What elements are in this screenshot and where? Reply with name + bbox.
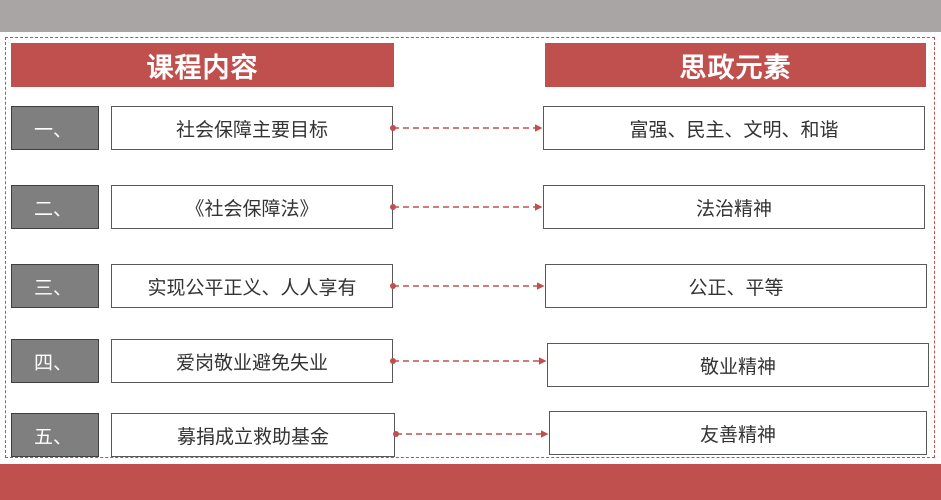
ideological-element-4: 敬业精神 <box>547 343 929 387</box>
dashed-frame <box>5 37 935 458</box>
course-content-3: 实现公平正义、人人享有 <box>111 264 393 308</box>
header-course-content: 课程内容 <box>11 43 394 87</box>
row-number-1: 一、 <box>11 106 99 150</box>
course-content-2: 《社会保障法》 <box>111 185 393 229</box>
ideological-element-3: 公正、平等 <box>545 264 927 308</box>
row-number-5: 五、 <box>11 413 99 457</box>
ideological-element-1: 富强、民主、文明、和谐 <box>543 106 925 150</box>
top-bar <box>0 0 941 32</box>
course-content-1: 社会保障主要目标 <box>111 106 393 150</box>
row-number-3: 三、 <box>11 264 99 308</box>
course-content-4: 爱岗敬业避免失业 <box>111 339 393 383</box>
ideological-element-5: 友善精神 <box>549 411 927 455</box>
row-number-2: 二、 <box>11 185 99 229</box>
course-content-5: 募捐成立救助基金 <box>111 413 395 457</box>
ideological-element-2: 法治精神 <box>543 185 925 229</box>
bottom-bar <box>0 464 941 500</box>
row-number-4: 四、 <box>11 339 99 383</box>
header-ideological-elements: 思政元素 <box>545 43 926 87</box>
